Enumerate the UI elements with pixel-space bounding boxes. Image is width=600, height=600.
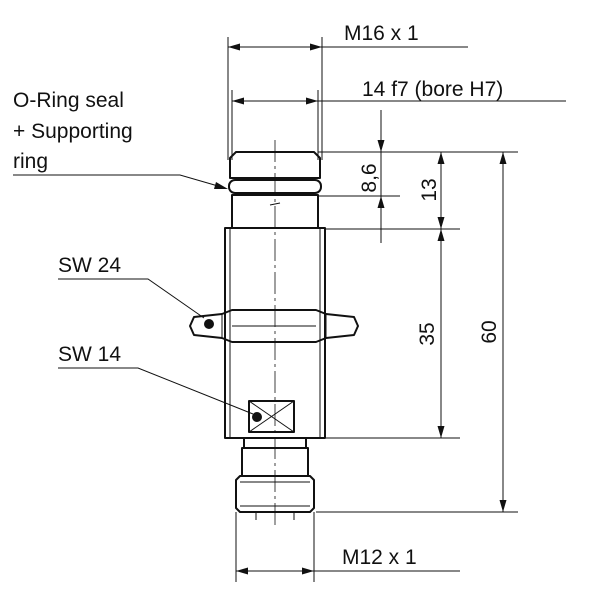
sw24-callout: SW 24	[58, 254, 205, 319]
wrench-flat-sw14	[248, 400, 295, 433]
thread-bottom-label: M12 x 1	[342, 546, 417, 569]
nut-sw24	[189, 309, 359, 343]
flat-marker-dot	[252, 412, 262, 422]
dim-35-label: 35	[416, 322, 439, 345]
vertical-dimensions: 8,6 13 35 60	[316, 110, 518, 513]
oring-callout: O-Ring seal + Supporting ring	[13, 89, 228, 189]
bore-label: 14 f7 (bore H7)	[362, 78, 503, 101]
oring-label-line2: + Supporting	[13, 120, 133, 143]
dim-60-label: 60	[478, 320, 501, 343]
thread-top-dimension: M16 x 1	[227, 22, 468, 160]
sw14-label: SW 14	[58, 343, 121, 366]
connector-m12	[235, 475, 315, 513]
dim-8-6-label: 8,6	[358, 163, 381, 192]
dim-13-label: 13	[418, 178, 441, 201]
sensor-cap	[229, 151, 321, 179]
oring-label-line3: ring	[13, 150, 48, 173]
thread-bottom-dimension: M12 x 1	[235, 512, 460, 582]
thread-top-label: M16 x 1	[344, 22, 419, 45]
bore-dimension: 14 f7 (bore H7)	[231, 78, 566, 160]
sensor-body	[189, 140, 359, 525]
nut-marker-dot	[204, 319, 214, 329]
sw24-label: SW 24	[58, 254, 121, 277]
sw14-callout: SW 14	[58, 343, 254, 415]
oring-label-line1: O-Ring seal	[13, 89, 124, 112]
